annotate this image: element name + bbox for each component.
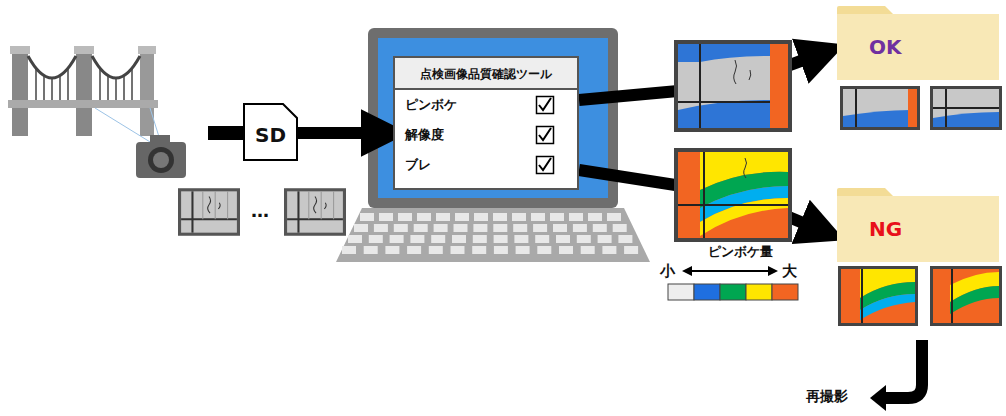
folder-body <box>837 14 999 80</box>
check-item: 解像度 <box>405 126 444 144</box>
checkbox-frame <box>537 157 554 174</box>
scale-min: 小 <box>660 262 675 281</box>
check-mark <box>539 128 551 140</box>
folder-shape <box>835 186 1001 264</box>
checkbox-icon <box>535 155 555 175</box>
window-title: 点検画像品質確認ツール <box>420 66 552 83</box>
reshoot-arrow <box>882 340 922 398</box>
flow-arrow <box>298 127 387 139</box>
bridge-illustration <box>8 46 160 145</box>
checkbox-icon <box>535 125 555 145</box>
window-title-bar: 点検画像品質確認ツール <box>395 58 577 90</box>
ellipsis: … <box>251 200 269 221</box>
folder-tab <box>837 188 893 196</box>
blur-scale <box>668 266 798 300</box>
ng-thumbnails <box>838 266 1002 326</box>
sd-card-outline <box>244 104 297 160</box>
legend-title: ピンボケ量 <box>708 243 773 261</box>
folder-node: NG <box>835 186 1001 264</box>
flow-arrow <box>208 126 243 140</box>
check-row: 解像度 <box>395 120 577 150</box>
reshoot-arrowhead <box>870 385 886 411</box>
folder-label: OK <box>869 35 902 59</box>
check-item: ピンボケ <box>405 96 457 114</box>
check-row: ブレ <box>395 150 577 180</box>
folder-node: OK <box>835 4 1001 82</box>
sd-label: SD <box>255 123 286 147</box>
camera-icon <box>136 135 186 178</box>
check-mark <box>539 98 551 110</box>
folder-tab <box>837 6 893 14</box>
folder-body <box>837 196 999 262</box>
scale-max: 大 <box>782 262 797 281</box>
ok-result-image <box>674 40 792 132</box>
folder-label: NG <box>869 217 902 241</box>
check-row: ピンボケ <box>395 90 577 120</box>
check-mark <box>539 158 551 170</box>
checkbox-icon <box>535 95 555 115</box>
photo-thumbnail <box>284 188 346 236</box>
win-node: 点検画像品質確認ツールピンボケ解像度ブレ <box>393 56 579 190</box>
checkbox-frame <box>537 127 554 144</box>
folder-shape <box>835 4 1001 82</box>
laptop-illustration <box>336 28 650 262</box>
reshoot-label: 再撮影 <box>806 388 848 406</box>
sd-node: SD <box>243 103 298 161</box>
ng-result-image <box>674 148 792 242</box>
ok-thumbnails <box>840 86 1002 130</box>
checkbox-frame <box>537 97 554 114</box>
photo-thumbnail <box>178 188 240 236</box>
check-item: ブレ <box>405 156 431 174</box>
